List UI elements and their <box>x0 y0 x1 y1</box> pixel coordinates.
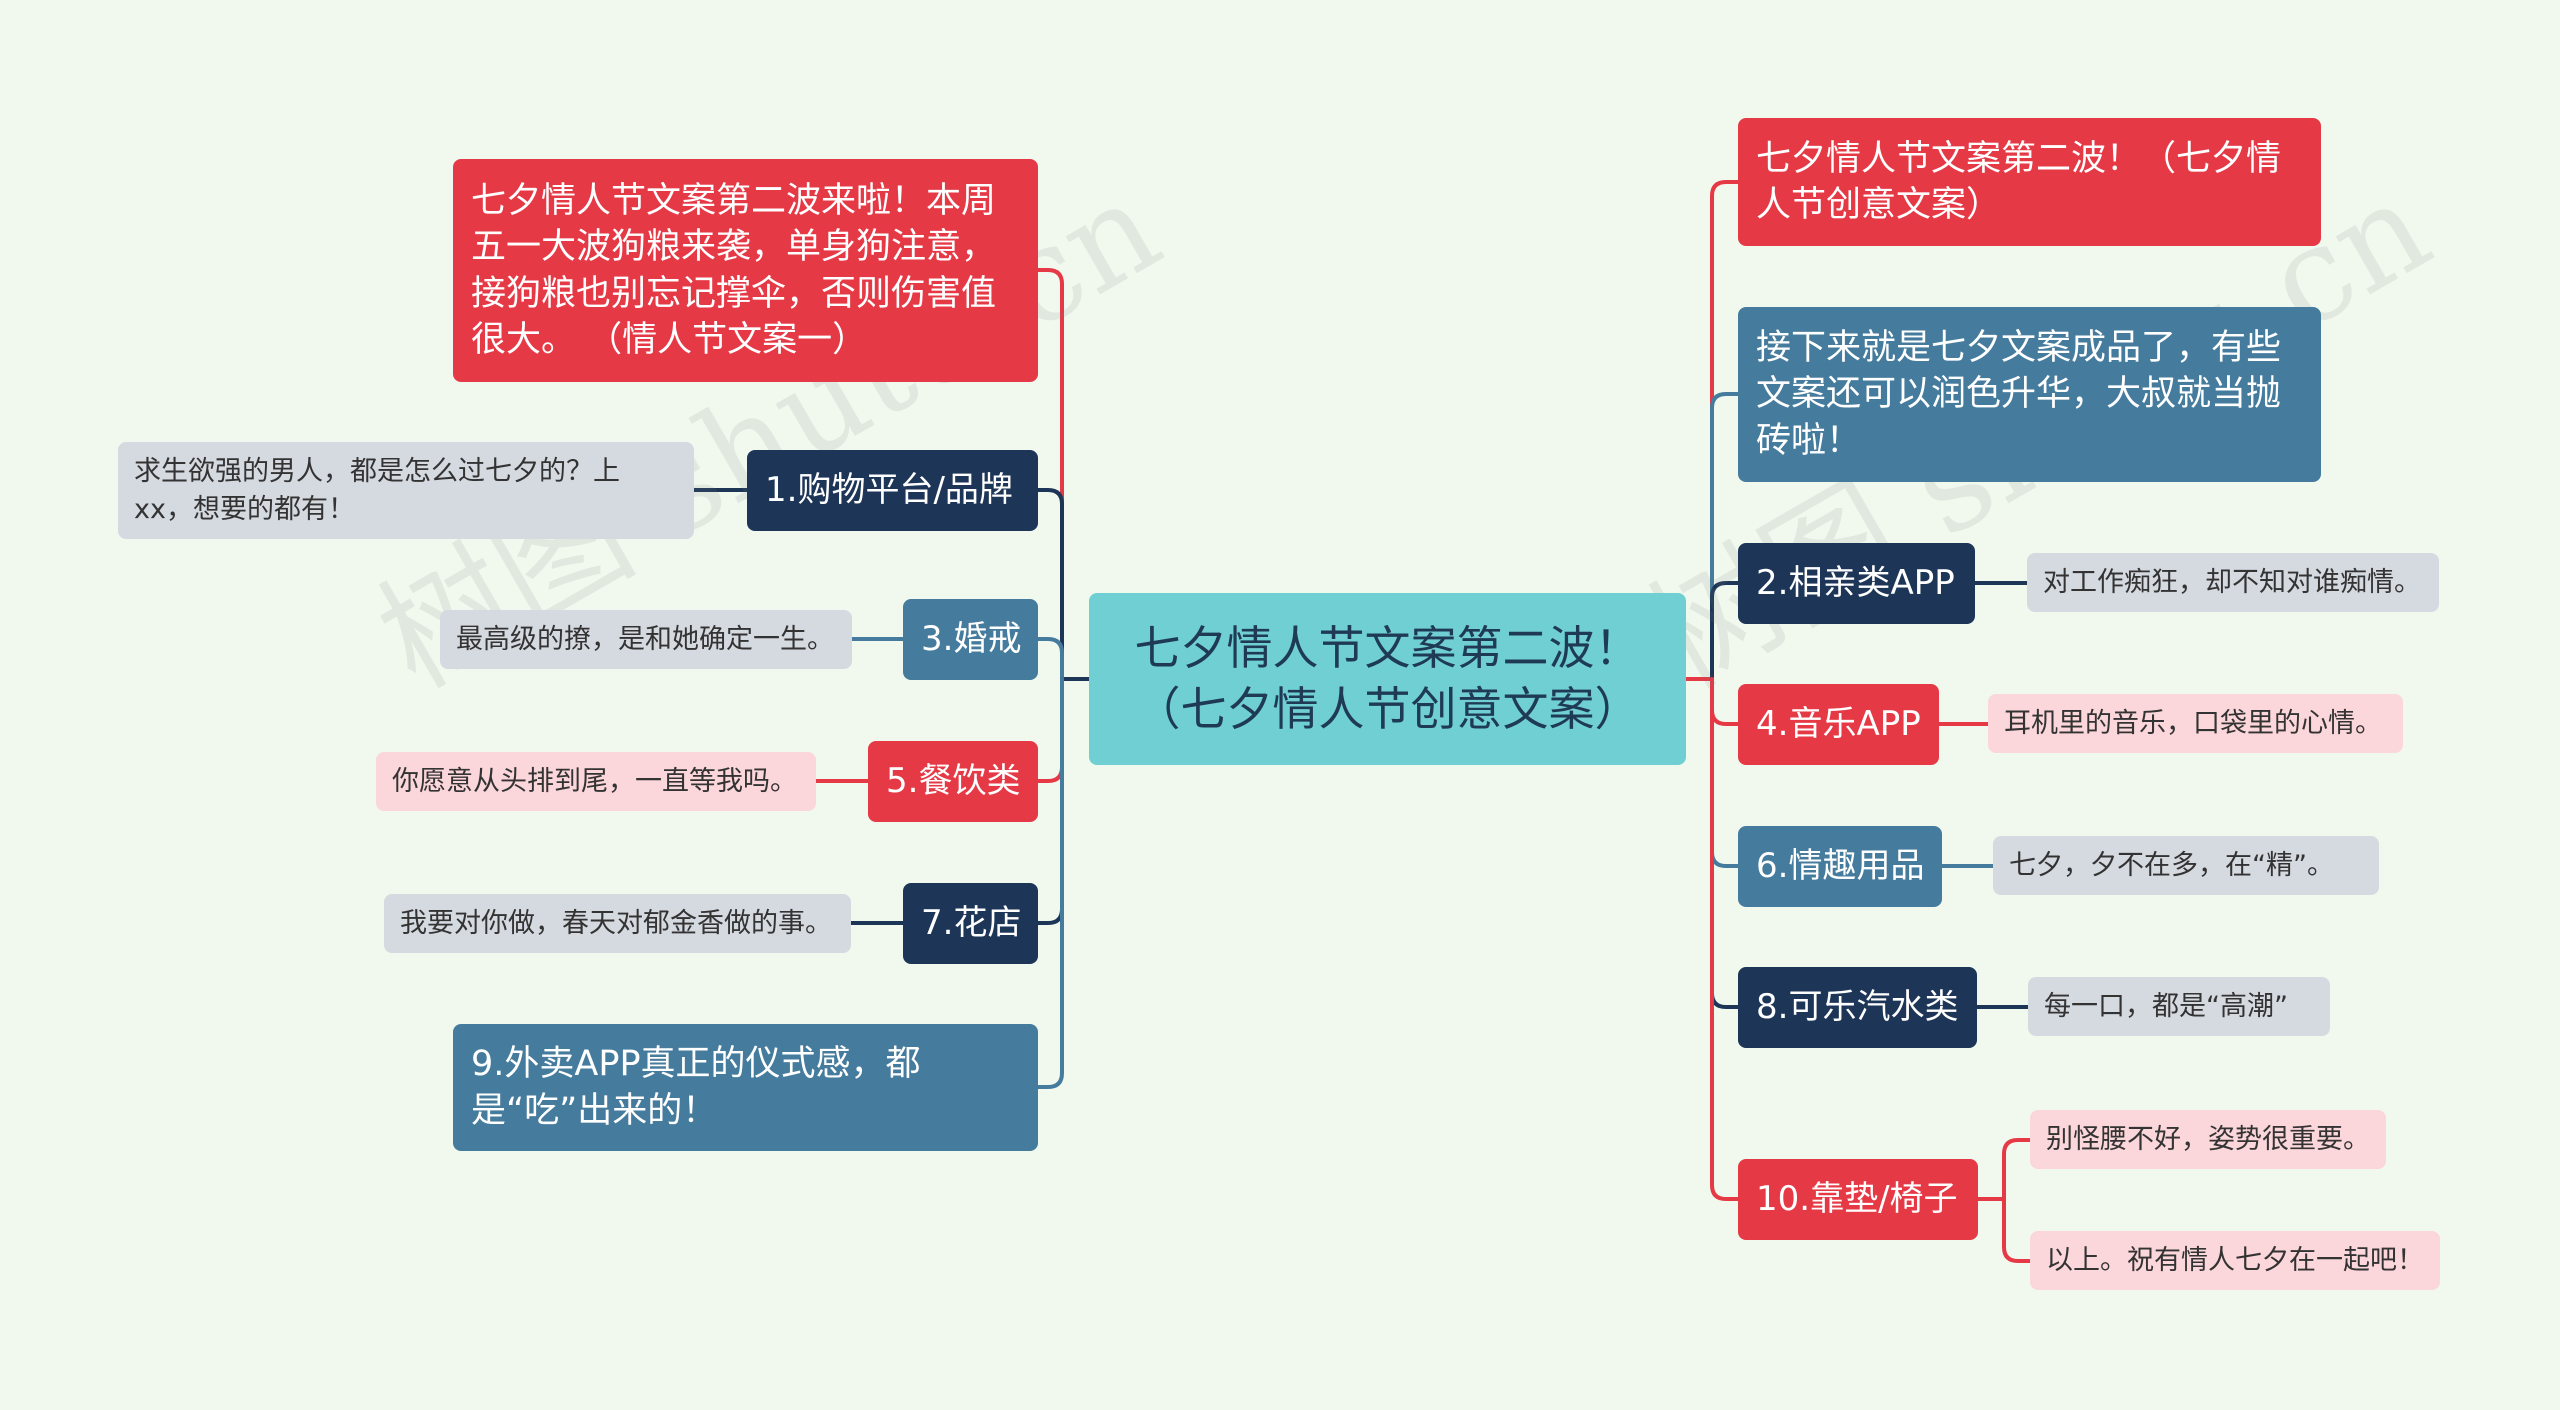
topic-right-intro[interactable]: 接下来就是七夕文案成品了，有些文案还可以润色升华，大叔就当抛砖啦！ <box>1738 307 2321 482</box>
topic-music-app[interactable]: 4.音乐APP <box>1738 684 1939 765</box>
connector-left-3 <box>1036 677 1064 783</box>
leaf-dating-app[interactable]: 对工作痴狂，却不知对谁痴情。 <box>2027 553 2439 612</box>
connector-left-4 <box>1036 677 1064 925</box>
connector-right-2 <box>1710 581 1740 681</box>
connector-right-6 <box>1710 677 1740 1201</box>
leaf-music-app[interactable]: 耳机里的音乐，口袋里的心情。 <box>1988 694 2403 753</box>
leaf-catering[interactable]: 你愿意从头排到尾，一直等我吗。 <box>376 752 816 811</box>
topic-cushion-chair[interactable]: 10.靠垫/椅子 <box>1738 1159 1978 1240</box>
topic-shopping-platform[interactable]: 1.购物平台/品牌 <box>747 450 1038 531</box>
topic-florist[interactable]: 7.花店 <box>903 883 1038 964</box>
connector-right-4 <box>1710 677 1740 868</box>
connector-left-1 <box>1036 488 1064 681</box>
topic-adult-products[interactable]: 6.情趣用品 <box>1738 826 1942 907</box>
leaf-shopping-platform[interactable]: 求生欲强的男人，都是怎么过七夕的？上xx，想要的都有！ <box>118 442 694 539</box>
connector-right-0 <box>1710 180 1740 681</box>
leaf-soda-drinks[interactable]: 每一口，都是“高潮” <box>2028 977 2330 1036</box>
topic-left-intro[interactable]: 七夕情人节文案第二波来啦！本周五一大波狗粮来袭，单身狗注意，接狗粮也别忘记撑伞，… <box>453 159 1038 382</box>
connector-right-3 <box>1710 677 1740 726</box>
leaf-florist[interactable]: 我要对你做，春天对郁金香做的事。 <box>384 894 851 953</box>
topic-dating-app[interactable]: 2.相亲类APP <box>1738 543 1975 624</box>
connector-left-0 <box>1036 268 1064 681</box>
connector-right-1 <box>1710 392 1740 681</box>
connector-left-5 <box>1036 677 1064 1089</box>
topic-wedding-ring[interactable]: 3.婚戒 <box>903 599 1038 680</box>
connector-cushion-leaf-1 <box>2002 1138 2032 1201</box>
leaf-cushion-chair-2[interactable]: 以上。祝有情人七夕在一起吧！ <box>2030 1231 2440 1290</box>
topic-catering[interactable]: 5.餐饮类 <box>868 741 1038 822</box>
leaf-adult-products[interactable]: 七夕，夕不在多，在“精”。 <box>1993 836 2379 895</box>
connector-cushion-leaf-2 <box>2002 1197 2032 1263</box>
topic-right-title[interactable]: 七夕情人节文案第二波！（七夕情人节创意文案） <box>1738 118 2321 246</box>
root-topic[interactable]: 七夕情人节文案第二波！（七夕情人节创意文案） <box>1089 593 1686 765</box>
leaf-cushion-chair-1[interactable]: 别怪腰不好，姿势很重要。 <box>2030 1110 2386 1169</box>
topic-food-delivery[interactable]: 9.外卖APP真正的仪式感，都是“吃”出来的！ <box>453 1024 1038 1151</box>
topic-soda-drinks[interactable]: 8.可乐汽水类 <box>1738 967 1977 1048</box>
connector-right-5 <box>1710 677 1740 1009</box>
connector-left-2 <box>1036 637 1064 681</box>
leaf-wedding-ring[interactable]: 最高级的撩，是和她确定一生。 <box>440 610 852 669</box>
